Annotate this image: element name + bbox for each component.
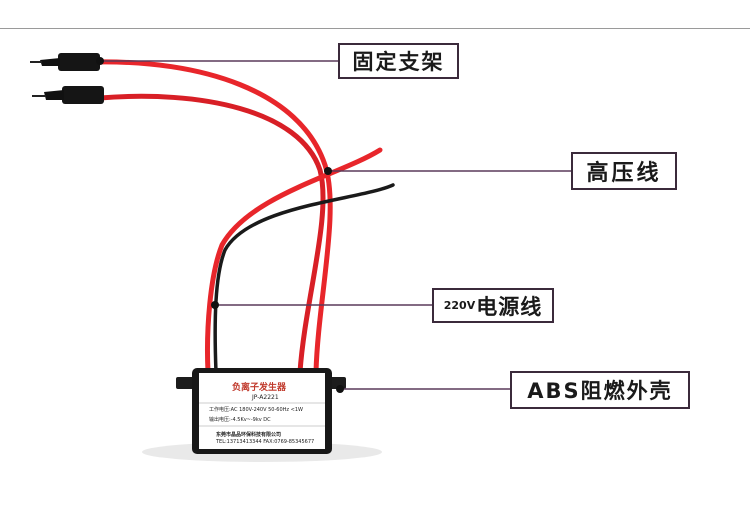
- callout-bracket: 固定支架: [338, 43, 459, 79]
- leader-dot-housing: [336, 385, 344, 393]
- callout-high-voltage-wire: 高压线: [571, 152, 677, 190]
- bracket-clip-bottom: [32, 86, 104, 104]
- device-company: 东莞市晶品环保科技有限公司: [216, 432, 282, 438]
- abs-housing: [176, 368, 346, 454]
- device-contact: TEL:13713413344 FAX:0769-85345677: [216, 439, 315, 445]
- leader-dot-power-wire: [211, 301, 219, 309]
- device-input-spec: 工作电压:AC 180V-240V 50-60Hz <1W: [209, 407, 303, 413]
- device-title: 负离子发生器: [232, 383, 287, 393]
- top-divider: [0, 28, 750, 29]
- leader-dot-bracket: [96, 57, 104, 65]
- red-wire-lower: [97, 93, 326, 375]
- callout-housing-label: ABS阻燃外壳: [527, 379, 673, 403]
- callout-housing: ABS阻燃外壳: [510, 371, 690, 409]
- callout-high-voltage-label: 高压线: [586, 161, 662, 186]
- leader-dot-high-voltage: [324, 167, 332, 175]
- device-output-spec: 输出电压:-4.5Kv~-9kv DC: [209, 417, 271, 423]
- bracket-clip-top: [30, 53, 100, 71]
- red-wire-upper: [92, 59, 333, 375]
- callout-bracket-label: 固定支架: [352, 50, 445, 74]
- red-power-wire: [205, 147, 383, 375]
- device-model: JP-A2221: [252, 394, 279, 401]
- black-power-wire: [213, 183, 395, 374]
- callout-power-voltage: 220V: [443, 299, 476, 312]
- callout-power-label: 电源线: [476, 294, 543, 319]
